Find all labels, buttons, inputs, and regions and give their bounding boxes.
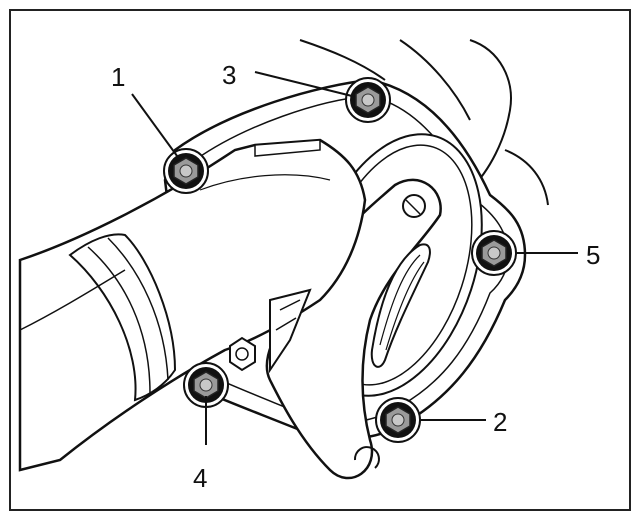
callout-label-5: 5 (586, 240, 600, 270)
frame-border (9, 9, 631, 511)
flange-nut-2 (375, 397, 421, 443)
callout-label-1: 1 (111, 62, 125, 92)
background-structure (299, 39, 549, 206)
exhaust-pipe (18, 138, 367, 472)
bracket-arm (265, 178, 442, 480)
leader-line-3 (254, 71, 353, 97)
leader-lines (131, 71, 578, 445)
callout-label-3: 3 (222, 60, 236, 90)
flange-nut-1 (163, 148, 209, 194)
lower-bracket (229, 288, 312, 374)
flange-nut-5 (471, 230, 517, 276)
flange-nut-3 (345, 77, 391, 123)
callout-label-2: 2 (493, 407, 507, 437)
leader-line-1 (131, 93, 181, 161)
callout-label-4: 4 (193, 463, 207, 493)
